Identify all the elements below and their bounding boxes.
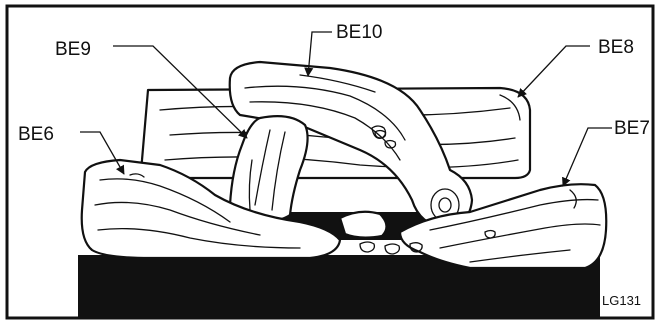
figure-id: LG131 bbox=[602, 293, 641, 308]
label-be9: BE9 bbox=[55, 39, 91, 60]
label-be8: BE8 bbox=[598, 37, 634, 58]
label-be7: BE7 bbox=[614, 118, 650, 139]
label-be6: BE6 bbox=[18, 124, 54, 145]
label-be10: BE10 bbox=[336, 22, 382, 43]
